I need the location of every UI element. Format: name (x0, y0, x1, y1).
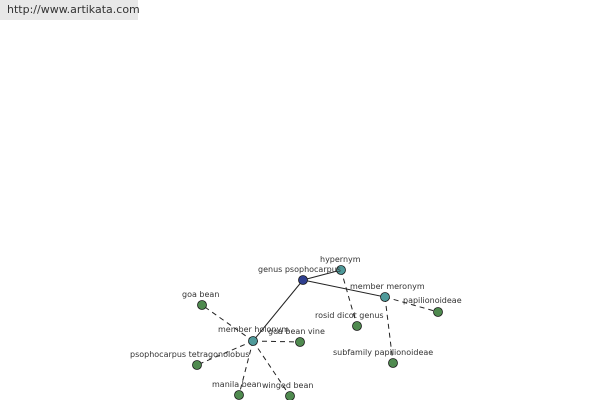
node-label-root[interactable]: genus psophocarpus (258, 265, 341, 274)
edge-root-meronym (302, 279, 386, 298)
node-label-rosid[interactable]: rosid dicot genus (315, 311, 384, 320)
edge-hypernym-rosid (340, 269, 358, 327)
node-label-papilionoideae[interactable]: papilionoideae (403, 296, 462, 305)
node-label-holonym[interactable]: member holonym (218, 325, 289, 334)
node-label-goabeanvine[interactable]: goa bean vine (268, 327, 325, 336)
edge-holonym-goabeanvine (252, 340, 301, 343)
edge-holonym-winged (252, 340, 291, 397)
node-tetragonolobus[interactable] (192, 360, 202, 370)
node-goabeanvine[interactable] (295, 337, 305, 347)
edge-root-hypernym (302, 269, 342, 281)
nodes-layer (192, 265, 443, 400)
node-holonym[interactable] (248, 336, 258, 346)
node-rosid[interactable] (352, 321, 362, 331)
node-label-hypernym[interactable]: hypernym (320, 255, 361, 264)
edge-root-holonym (252, 279, 304, 342)
edge-holonym-goabean (201, 304, 254, 342)
node-label-tetragonolobus[interactable]: psophocarpus tetragonolobus (130, 350, 249, 359)
node-label-manila[interactable]: manila bean (212, 380, 262, 389)
edge-meronym-papilionoideae (384, 296, 439, 313)
node-papilionoideae[interactable] (433, 307, 443, 317)
edge-holonym-manila (238, 340, 254, 396)
url-text: http://www.artikata.com (7, 3, 140, 16)
node-root[interactable] (298, 275, 308, 285)
node-goabean[interactable] (197, 300, 207, 310)
node-manila[interactable] (234, 390, 244, 400)
node-label-goabean[interactable]: goa bean (182, 290, 219, 299)
node-meronym[interactable] (380, 292, 390, 302)
edge-holonym-tetragonolobus (196, 340, 254, 366)
node-winged[interactable] (285, 391, 295, 400)
node-hypernym[interactable] (336, 265, 346, 275)
edges-layer (196, 269, 439, 397)
node-label-meronym[interactable]: member meronym (350, 282, 425, 291)
url-banner: http://www.artikata.com (0, 0, 140, 20)
node-label-winged[interactable]: winged bean (262, 381, 313, 390)
edge-meronym-subfamily (384, 296, 394, 364)
node-subfamily[interactable] (388, 358, 398, 368)
node-label-subfamily[interactable]: subfamily papilionoideae (333, 348, 433, 357)
